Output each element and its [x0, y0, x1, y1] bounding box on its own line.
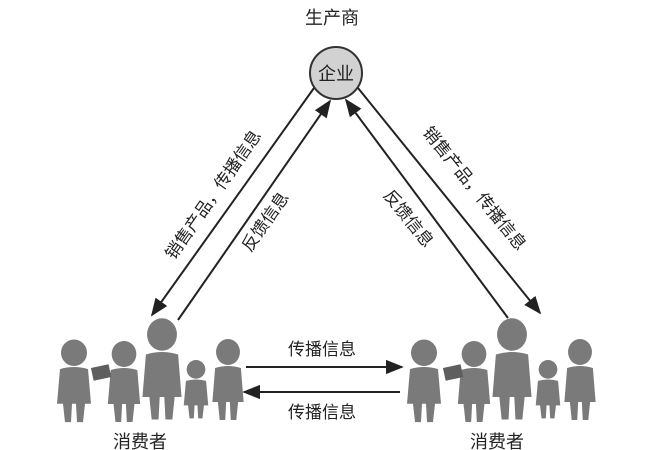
person-icon [407, 339, 441, 423]
bottom-mid-label: 传播信息 [288, 403, 356, 423]
right-outer-arrow [357, 87, 542, 315]
left-outer-arrow [150, 87, 315, 317]
enterprise-circle [309, 46, 363, 100]
person-icon [57, 339, 91, 423]
person-icon [457, 341, 491, 422]
left-consumer-group [57, 318, 244, 423]
producer-title: 生产商 [305, 8, 359, 29]
person-icon [535, 360, 561, 419]
top-mid-label: 传播信息 [288, 340, 356, 360]
enterprise-label: 企业 [318, 64, 354, 85]
person-icon [564, 339, 596, 420]
person-icon [183, 360, 209, 419]
person-icon [142, 318, 182, 420]
person-icon [107, 341, 141, 422]
left-inner-arrow [177, 99, 332, 321]
person-icon [212, 339, 244, 420]
left-group-label: 消费者 [113, 432, 167, 450]
enterprise-node: 企业 [309, 46, 363, 100]
person-icon [492, 318, 532, 420]
right-inner-arrow [344, 98, 509, 319]
book-icon [90, 364, 112, 381]
book-icon [442, 364, 464, 381]
right-group-label: 消费者 [470, 432, 524, 450]
right-inner-label: 反馈信息 [379, 186, 437, 251]
right-consumer-group [407, 318, 596, 423]
